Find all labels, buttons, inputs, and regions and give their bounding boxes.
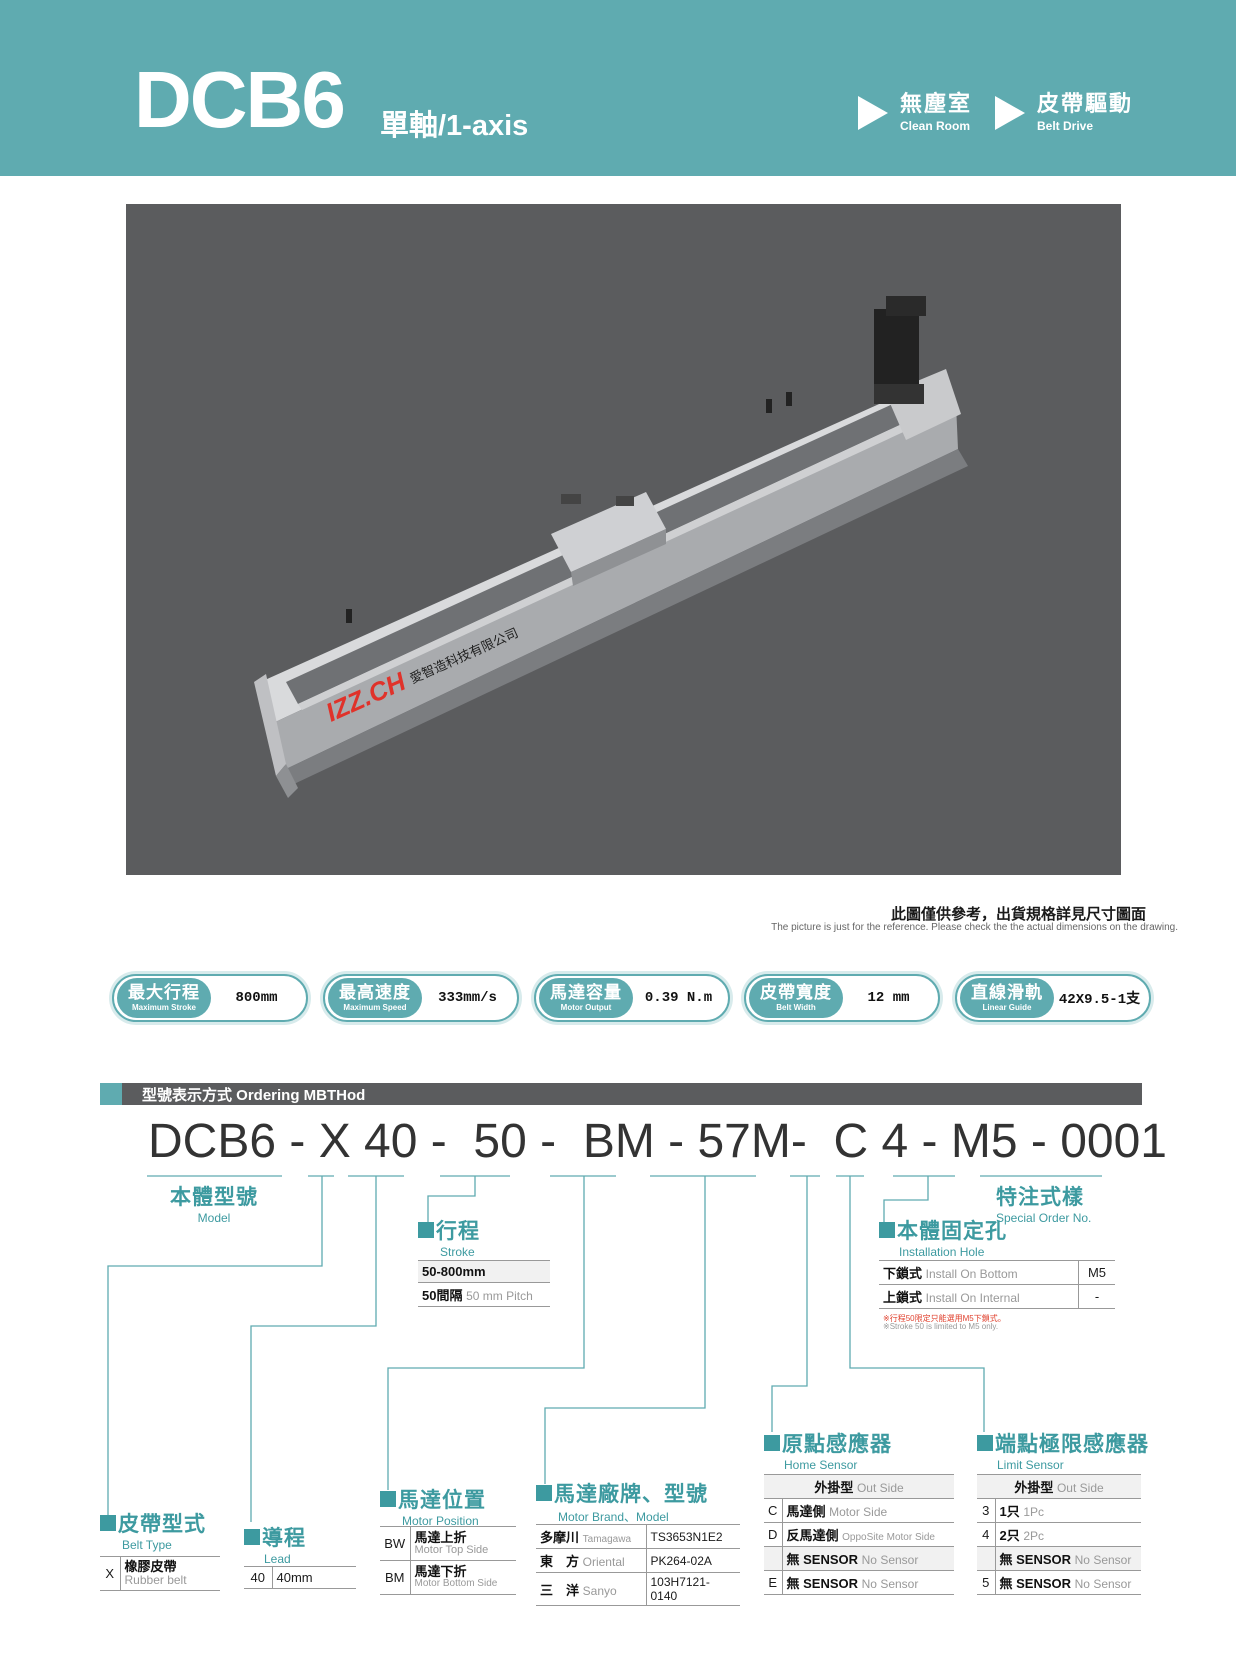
- section-installation-hole: 本體固定孔 Installation Hole: [879, 1215, 1007, 1259]
- stroke-table: 50-800mm 50間隔 50 mm Pitch: [418, 1260, 550, 1307]
- tag-clean-room: 無塵室 Clean Room: [858, 91, 972, 133]
- section-home-sensor: 原點感應器 Home Sensor: [764, 1428, 892, 1472]
- section-special-order: 特注式樣 Special Order No.: [996, 1186, 1092, 1225]
- reference-note-en: The picture is just for the reference. P…: [771, 922, 1178, 933]
- product-subtitle: 單軸/1-axis: [380, 110, 529, 142]
- product-title: DCB6: [134, 55, 346, 144]
- section-stroke: 行程 Stroke: [418, 1215, 480, 1259]
- hole-note-en: ※Stroke 50 is limited to M5 only.: [883, 1322, 999, 1331]
- model-code: DCB6 - X 40 - 50 - BM - 57M- C 4 - M5 - …: [148, 1115, 1167, 1168]
- tag-belt-drive: 皮帶驅動 Belt Drive: [995, 91, 1133, 133]
- ordering-bar: [100, 1083, 1142, 1105]
- square-bullet-icon: [879, 1222, 895, 1238]
- section-model: 本體型號 Model: [170, 1186, 258, 1225]
- play-arrow-icon: [995, 95, 1025, 130]
- section-belt-type: 皮帶型式 Belt Type: [100, 1508, 206, 1552]
- square-bullet-icon: [244, 1529, 260, 1545]
- section-motor-brand: 馬達廠牌、型號 Motor Brand、Model: [536, 1478, 708, 1525]
- square-bullet-icon: [418, 1222, 434, 1238]
- reference-note: 此圖僅供參考，出貨規格詳見尺寸圖面: [890, 906, 1146, 923]
- section-limit-sensor: 端點極限感應器 Limit Sensor: [977, 1428, 1149, 1472]
- square-bullet-icon: [764, 1435, 780, 1451]
- square-bullet-icon: [977, 1435, 993, 1451]
- product-photo: IZZ.CH 愛智造科技有限公司: [126, 204, 1121, 875]
- hole-table: 下鎖式 Install On Bottom M5 上鎖式 Install On …: [879, 1260, 1115, 1309]
- linear-actuator-illustration: IZZ.CH 愛智造科技有限公司: [254, 296, 968, 798]
- header-banner: DCB6 單軸/1-axis 無塵室 Clean Room 皮帶驅動 Belt …: [0, 0, 1236, 176]
- square-bullet-icon: [380, 1491, 396, 1507]
- ordering-title: 型號表示方式 Ordering MBTHod: [142, 1087, 366, 1104]
- ordering-bar-accent: [100, 1083, 122, 1105]
- square-bullet-icon: [100, 1515, 116, 1531]
- play-arrow-icon: [858, 95, 888, 130]
- hole-note: ※行程50限定只能選用M5下鎖式。: [883, 1314, 1006, 1323]
- section-lead: 導程 Lead: [244, 1522, 306, 1566]
- square-bullet-icon: [536, 1485, 552, 1501]
- section-motor-position: 馬達位置 Motor Position: [380, 1484, 486, 1528]
